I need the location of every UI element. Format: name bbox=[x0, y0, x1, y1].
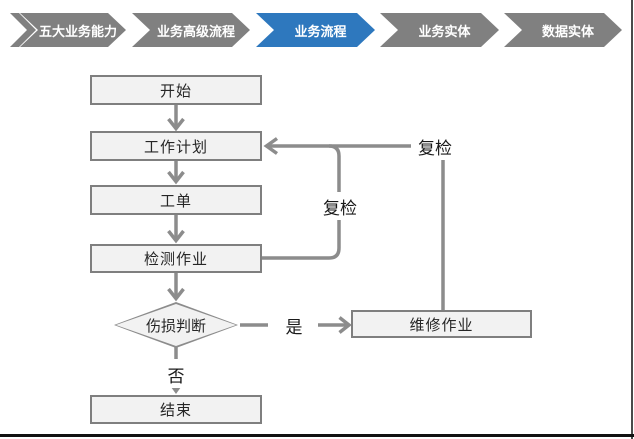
breadcrumb-step-label: 五大业务能力 bbox=[38, 23, 117, 39]
node-start: 开始 bbox=[90, 75, 262, 105]
edge-label-yes: 是 bbox=[280, 312, 308, 339]
page-border-right bbox=[631, 0, 633, 439]
node-work-plan: 工作计划 bbox=[90, 131, 262, 161]
breadcrumb-step-business-process[interactable]: 业务流程 bbox=[256, 13, 375, 47]
decision-label: 伤损判断 bbox=[145, 317, 206, 335]
edge-label-recheck-outer: 复检 bbox=[411, 133, 459, 160]
page-border-bottom bbox=[0, 434, 634, 437]
node-label: 维修作业 bbox=[409, 316, 474, 334]
node-label: 工作计划 bbox=[143, 138, 208, 156]
edge-label-no: 否 bbox=[162, 361, 190, 388]
breadcrumb-step-business-entity[interactable]: 业务实体 bbox=[380, 13, 499, 47]
arrow-inspect-to-judge bbox=[167, 273, 185, 302]
node-work-order: 工单 bbox=[90, 185, 262, 215]
breadcrumb-step-label: 业务实体 bbox=[418, 23, 471, 39]
node-inspection-work: 检测作业 bbox=[90, 244, 262, 273]
breadcrumb-step-label: 数据实体 bbox=[541, 23, 594, 39]
node-label: 结束 bbox=[159, 402, 192, 419]
breadcrumb-step-label: 业务高级流程 bbox=[156, 23, 235, 39]
node-repair-work: 维修作业 bbox=[351, 310, 532, 338]
node-end: 结束 bbox=[90, 395, 262, 424]
node-label: 检测作业 bbox=[143, 251, 208, 268]
arrow-order-to-inspect bbox=[167, 215, 185, 244]
edge-yes bbox=[240, 316, 352, 334]
arrowhead-no-to-end bbox=[171, 387, 181, 394]
edge-recheck-outer bbox=[263, 137, 445, 310]
breadcrumb-step-data-entity[interactable]: 数据实体 bbox=[504, 13, 622, 47]
arrow-plan-to-order bbox=[167, 161, 185, 185]
breadcrumb-step-capabilities[interactable]: 五大业务能力 bbox=[20, 13, 126, 47]
node-label: 工单 bbox=[159, 192, 192, 210]
arrow-start-to-plan bbox=[167, 104, 185, 132]
breadcrumb-step-highlevel-process[interactable]: 业务高级流程 bbox=[132, 13, 250, 47]
edge-recheck-inner bbox=[262, 144, 341, 260]
edge-label-recheck-inner: 复检 bbox=[318, 192, 362, 220]
node-label: 开始 bbox=[159, 82, 192, 100]
breadcrumb-step-label: 业务流程 bbox=[294, 23, 347, 39]
